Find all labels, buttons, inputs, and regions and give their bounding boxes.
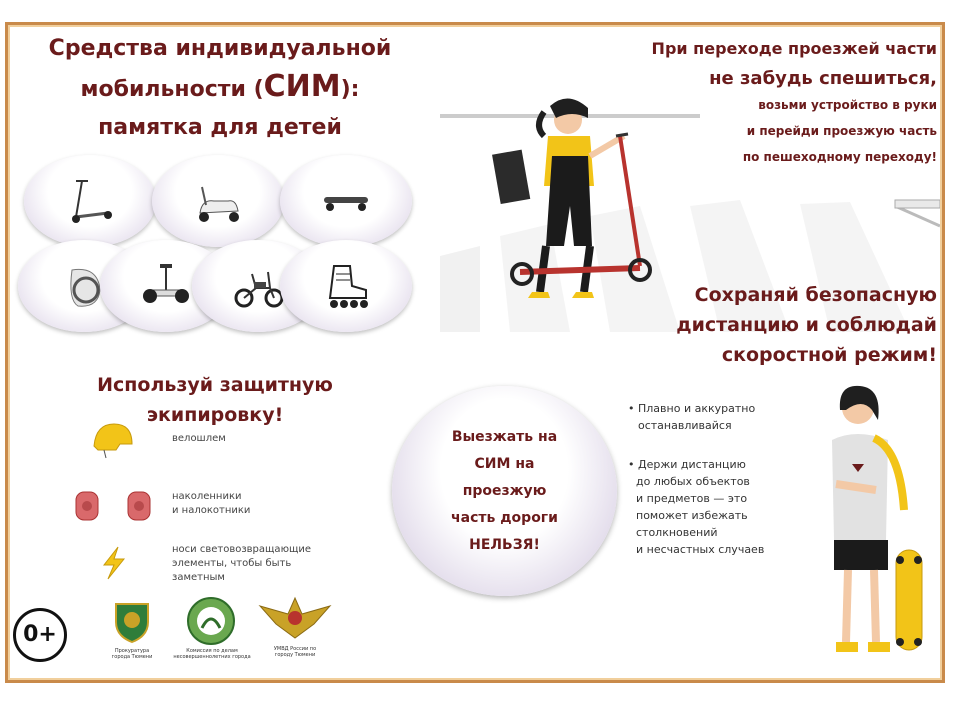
title-line-3: памятка для детей bbox=[98, 115, 342, 140]
crossing-line-4: и перейди проезжую часть bbox=[746, 124, 937, 138]
emblem-1-line-2: города Тюмени bbox=[111, 654, 153, 660]
distance-line-3: скоростной режим! bbox=[721, 344, 937, 366]
device-bubble-roller-skate bbox=[280, 240, 412, 332]
helmet-label: велошлем bbox=[172, 433, 226, 444]
moped-icon bbox=[199, 186, 239, 222]
forbidden-circle: Выезжать на СИМ на проезжую часть дороги… bbox=[392, 386, 617, 596]
crossing-line-3: возьми устройство в руки bbox=[758, 98, 937, 112]
prosecutor-emblem-icon bbox=[115, 603, 149, 644]
tip-2-line-5: столкновений bbox=[636, 526, 718, 539]
forbidden-line-5: НЕЛЬЗЯ! bbox=[469, 537, 540, 553]
tip-1-line-2: останавливайся bbox=[638, 419, 732, 432]
reflective-line-1: носи световозвращающие bbox=[172, 544, 312, 555]
protect-heading: Используй защитную экипировку! bbox=[50, 370, 380, 430]
skateboard-boy-illustration bbox=[832, 385, 923, 652]
forbidden-line-2: СИМ на bbox=[474, 456, 535, 472]
reflective-line-2: элементы, чтобы быть bbox=[172, 558, 292, 569]
tip-2-line-2: до любых объектов bbox=[636, 475, 750, 488]
forbidden-line-1: Выезжать на bbox=[451, 429, 558, 445]
emblem-2-caption: Комиссия по делам несовершеннолетних гор… bbox=[170, 648, 254, 660]
poster-title: Средства индивидуальной мобильности (СИМ… bbox=[20, 30, 420, 147]
elbow-pad-icon bbox=[127, 491, 151, 521]
knee-pad-icon bbox=[75, 491, 99, 521]
device-bubble-moped bbox=[152, 155, 284, 247]
tip-1: • Плавно и аккуратно останавливайся bbox=[628, 402, 756, 432]
police-emblem-icon bbox=[258, 596, 332, 639]
red-scooter-figure bbox=[510, 132, 652, 286]
electric-bike-icon bbox=[234, 271, 284, 308]
reflective-label: носи световозвращающие элементы, чтобы б… bbox=[172, 543, 311, 585]
crossing-line-5: по пешеходному переходу! bbox=[742, 150, 937, 164]
forbidden-line-3: проезжую bbox=[462, 483, 547, 499]
tip-2-line-1: Держи дистанцию bbox=[638, 458, 746, 471]
title-line-1: Средства индивидуальной bbox=[48, 36, 392, 61]
lightning-icon bbox=[102, 546, 126, 580]
roller-skate-icon bbox=[328, 265, 368, 308]
emblem-2-line-2: несовершеннолетних города bbox=[173, 654, 251, 660]
forbidden-text: Выезжать на СИМ на проезжую часть дороги… bbox=[392, 424, 617, 559]
device-bubble-kick-scooter bbox=[24, 155, 156, 247]
reflective-line-3: заметным bbox=[172, 572, 225, 583]
electric-skateboard-icon bbox=[324, 197, 368, 211]
poster-frame bbox=[5, 22, 945, 683]
emblem-1-caption: Прокуратура города Тюмени bbox=[100, 648, 164, 660]
protect-line-1: Используй защитную bbox=[97, 374, 333, 396]
tip-2-line-4: поможет избежать bbox=[636, 509, 748, 522]
crossing-illustration bbox=[440, 98, 940, 332]
tip-1-line-1: Плавно и аккуратно bbox=[638, 402, 756, 415]
kick-scooter-icon bbox=[72, 180, 112, 223]
crossing-heading: При переходе проезжей части не забудь сп… bbox=[652, 34, 937, 94]
pads-line-2: и налокотники bbox=[172, 505, 251, 516]
pads-label: наколенники и налокотники bbox=[172, 490, 250, 518]
crossing-line-1: При переходе проезжей части bbox=[651, 39, 937, 58]
distance-line-1: Сохраняй безопасную bbox=[694, 284, 937, 306]
distance-line-2: дистанцию и соблюдай bbox=[676, 314, 937, 336]
title-line-2: мобильности (СИМ): bbox=[20, 68, 420, 109]
emblem-3-line-2: городу Тюмени bbox=[274, 652, 316, 658]
title-line-2-pre: мобильности ( bbox=[80, 77, 264, 102]
distance-heading: Сохраняй безопасную дистанцию и соблюдай… bbox=[676, 280, 937, 370]
tip-2-line-6: и несчастных случаев bbox=[636, 543, 765, 556]
device-bubble-electric-skateboard bbox=[280, 155, 412, 247]
scooter-girl-figure bbox=[492, 98, 626, 298]
emblem-3-line-1: УМВД России по bbox=[273, 646, 317, 652]
tip-2: • Держи дистанцию до любых объектов и пр… bbox=[628, 458, 765, 556]
crossing-line-2: не забудь спешиться, bbox=[709, 68, 937, 89]
crossing-instructions: возьми устройство в руки и перейди проез… bbox=[743, 92, 937, 170]
commission-emblem-icon bbox=[187, 597, 235, 645]
emblem-3-caption: УМВД России по городу Тюмени bbox=[262, 646, 328, 658]
tip-2-line-3: и предметов — это bbox=[636, 492, 748, 505]
emblem-1-line-1: Прокуратура bbox=[114, 648, 150, 654]
helmet-icon bbox=[93, 423, 133, 459]
emblem-2-line-1: Комиссия по делам bbox=[186, 648, 238, 654]
age-rating-badge: 0+ bbox=[13, 608, 67, 662]
title-line-2-post: ): bbox=[340, 77, 360, 102]
protect-line-2: экипировку! bbox=[146, 404, 284, 426]
pads-line-1: наколенники bbox=[172, 491, 242, 502]
title-sim: СИМ bbox=[263, 69, 341, 104]
forbidden-line-4: часть дороги bbox=[451, 510, 558, 526]
gyroscooter-icon bbox=[143, 264, 189, 303]
monowheel-icon bbox=[70, 268, 101, 307]
